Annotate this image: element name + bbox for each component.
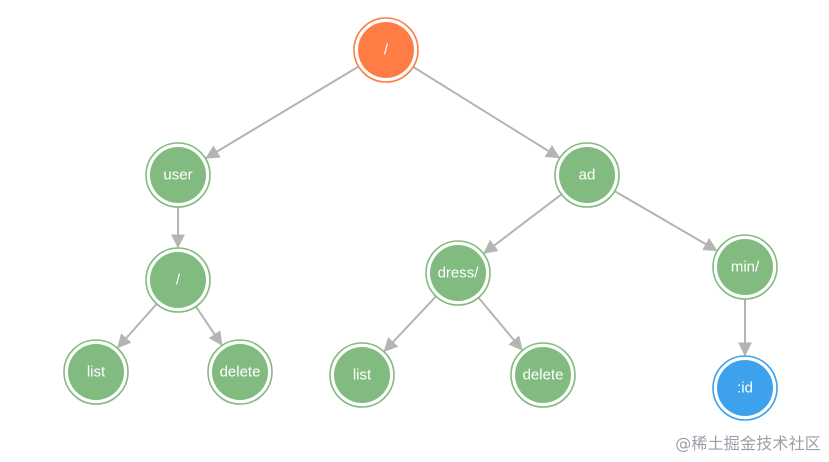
edge-user_slash-to-user_delete: [195, 305, 223, 346]
node-circle-dress_delete: [515, 347, 571, 403]
node-ring-user_delete: [207, 339, 273, 405]
node-ring-dress_list: [329, 342, 395, 408]
edge-user_slash-to-user_list: [117, 303, 158, 349]
edge-ad-to-dress: [483, 193, 563, 254]
node-ring-id: [712, 355, 778, 421]
node-ring-ad: [554, 142, 620, 208]
node-dress_list: list: [329, 342, 395, 408]
node-user_slash: /: [145, 247, 211, 313]
node-user: user: [145, 142, 211, 208]
node-circle-id: [717, 360, 773, 416]
node-ring-dress_delete: [510, 342, 576, 408]
node-label-min: min/: [731, 259, 760, 276]
node-label-user: user: [163, 167, 192, 184]
node-circle-user_slash: [150, 252, 206, 308]
nodes-layer: / user / list delete ad dress/list delete min/ :i…: [63, 17, 778, 421]
node-ring-root: [353, 17, 419, 83]
edge-root-to-ad: [412, 66, 561, 159]
node-ad: ad: [554, 142, 620, 208]
node-label-dress_list: list: [353, 367, 372, 384]
node-label-root: /: [384, 42, 389, 59]
node-dress_delete: delete: [510, 342, 576, 408]
node-label-user_delete: delete: [220, 364, 261, 381]
node-circle-dress: [430, 245, 486, 301]
node-ring-user: [145, 142, 211, 208]
node-dress: dress/: [425, 240, 491, 306]
node-circle-root: [358, 22, 414, 78]
edge-ad-to-min: [614, 190, 718, 252]
node-label-dress: dress/: [438, 265, 480, 282]
node-user_delete: delete: [207, 339, 273, 405]
node-label-id: :id: [737, 380, 753, 397]
node-label-user_slash: /: [176, 272, 181, 289]
edge-root-to-user: [205, 65, 360, 159]
node-root: /: [353, 17, 419, 83]
node-circle-user: [150, 147, 206, 203]
edge-dress-to-dress_delete: [477, 296, 523, 351]
node-circle-dress_list: [334, 347, 390, 403]
node-label-user_list: list: [87, 364, 106, 381]
node-circle-user_delete: [212, 344, 268, 400]
node-label-dress_delete: delete: [523, 367, 564, 384]
node-circle-ad: [559, 147, 615, 203]
node-circle-min: [717, 239, 773, 295]
edge-dress-to-dress_list: [383, 295, 437, 352]
watermark: @稀土掘金技术社区: [675, 434, 821, 453]
node-ring-user_list: [63, 339, 129, 405]
node-label-ad: ad: [579, 167, 596, 184]
node-user_list: list: [63, 339, 129, 405]
node-ring-user_slash: [145, 247, 211, 313]
node-id: :id: [712, 355, 778, 421]
node-min: min/: [712, 234, 778, 300]
node-circle-user_list: [68, 344, 124, 400]
node-ring-dress: [425, 240, 491, 306]
edges-layer: [117, 65, 752, 357]
node-ring-min: [712, 234, 778, 300]
